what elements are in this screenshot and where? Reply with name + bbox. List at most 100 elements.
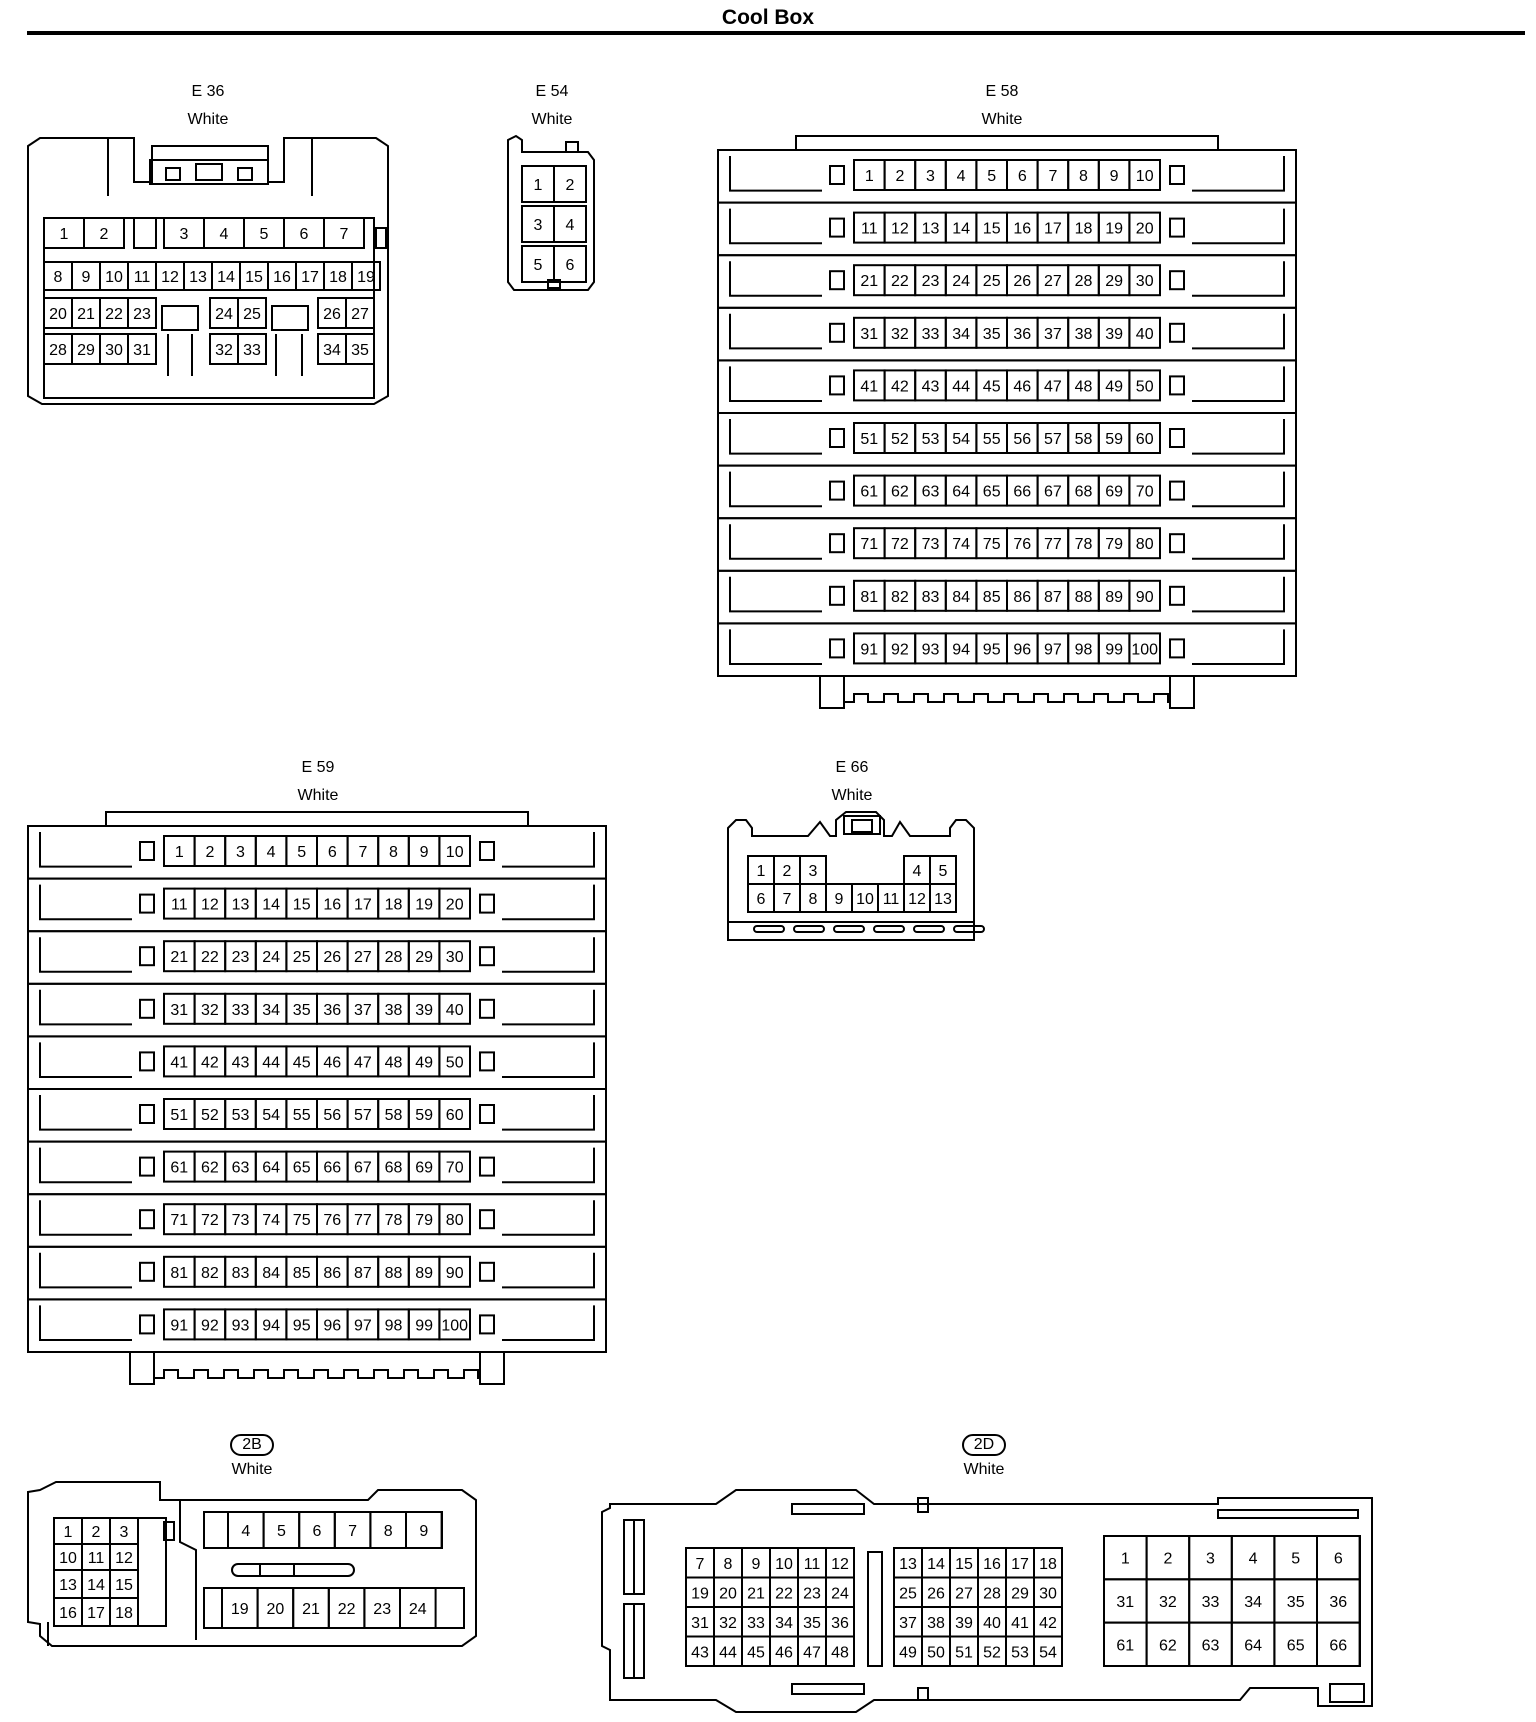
pin-cell: 39 bbox=[407, 992, 441, 1025]
pin-number: 92 bbox=[891, 641, 909, 658]
pin-number: 85 bbox=[293, 1265, 311, 1282]
pin-cell: 58 bbox=[1067, 422, 1100, 454]
pin-cell: 15 bbox=[949, 1547, 979, 1579]
pin-number: 37 bbox=[1044, 326, 1062, 343]
pin-number: 16 bbox=[983, 1556, 1001, 1573]
pin-cell: 77 bbox=[346, 1203, 380, 1236]
pin-number: 17 bbox=[1011, 1556, 1029, 1573]
pin-cell: 21 bbox=[741, 1576, 771, 1608]
pin-cell: 17 bbox=[81, 1597, 111, 1627]
pin-cell: 3 bbox=[109, 1517, 139, 1545]
pin-cell: 5 bbox=[262, 1511, 301, 1549]
pin-cell: 52 bbox=[883, 422, 917, 454]
pin-number: 36 bbox=[323, 1002, 341, 1019]
pin-cell: 22 bbox=[193, 940, 227, 973]
pin-cell: 53 bbox=[224, 1098, 257, 1130]
pin-cell: 66 bbox=[1316, 1621, 1361, 1667]
pin-cell: 61 bbox=[1103, 1621, 1148, 1667]
pin-number: 23 bbox=[922, 273, 940, 290]
pin-number: 5 bbox=[297, 844, 306, 861]
pin-number: 48 bbox=[385, 1054, 403, 1071]
pin-number: 40 bbox=[1136, 326, 1154, 343]
pin-cell: 68 bbox=[1067, 474, 1100, 507]
pin-number: 80 bbox=[1136, 536, 1154, 553]
pin-cell: 40 bbox=[438, 992, 471, 1025]
pin-cell: 24 bbox=[254, 940, 288, 973]
pin-cell: 14 bbox=[254, 887, 288, 920]
pin-number: 44 bbox=[262, 1054, 280, 1071]
pin-number: 3 bbox=[926, 168, 935, 185]
pin-number: 8 bbox=[1079, 168, 1088, 185]
pin-cell: 74 bbox=[944, 527, 978, 560]
pin-cell: 31 bbox=[163, 992, 196, 1025]
pin-cell: 80 bbox=[438, 1203, 471, 1236]
pin-cell: 15 bbox=[109, 1569, 139, 1599]
pin-number: 42 bbox=[891, 378, 909, 395]
pin-cell: 73 bbox=[224, 1203, 257, 1236]
pin-cell: 65 bbox=[975, 474, 1009, 507]
pin-cell: 12 bbox=[109, 1543, 139, 1571]
pin-cell: 35 bbox=[285, 992, 318, 1025]
pin-number: 22 bbox=[775, 1585, 793, 1602]
pin-number: 5 bbox=[1291, 1551, 1300, 1568]
pin-cell: 87 bbox=[1036, 579, 1070, 612]
pin-cell: 42 bbox=[1033, 1606, 1063, 1638]
pin-number: 64 bbox=[262, 1160, 280, 1177]
pin-number: 66 bbox=[1329, 1637, 1347, 1654]
connector-color: White bbox=[231, 1461, 273, 1478]
pin-cell: 21 bbox=[163, 940, 196, 973]
pin-number: 46 bbox=[323, 1054, 341, 1071]
pin-number: 1 bbox=[757, 863, 766, 880]
pin-number: 12 bbox=[831, 1556, 849, 1573]
pin-number: 74 bbox=[952, 536, 970, 553]
pin-number: 15 bbox=[983, 221, 1001, 238]
connector-code-badge: 2D bbox=[961, 1434, 1007, 1456]
pin-cell: 90 bbox=[438, 1255, 471, 1288]
pin-cell: 11 bbox=[853, 211, 886, 244]
pin-number: 37 bbox=[899, 1615, 917, 1632]
pin-cell: 1 bbox=[53, 1517, 83, 1545]
pin-number: 40 bbox=[983, 1615, 1001, 1632]
pin-number: 30 bbox=[446, 949, 464, 966]
pin-number: 22 bbox=[891, 273, 909, 290]
pin-number: 78 bbox=[385, 1212, 403, 1229]
pin-cell: 35 bbox=[345, 333, 375, 365]
pin-cell: 44 bbox=[713, 1635, 743, 1667]
pin-cell: 26 bbox=[316, 940, 349, 973]
pin-number: 59 bbox=[415, 1107, 433, 1124]
pin-cell: 26 bbox=[317, 297, 347, 329]
pin-cell: 11 bbox=[163, 887, 196, 920]
pin-number: 34 bbox=[262, 1002, 280, 1019]
pin-cell: 7 bbox=[333, 1511, 372, 1549]
pin-cell: 92 bbox=[883, 632, 917, 665]
pin-number: 28 bbox=[49, 342, 67, 359]
pin-cell: 25 bbox=[975, 264, 1009, 297]
pin-cell: 69 bbox=[1097, 474, 1131, 507]
pin-number: 19 bbox=[415, 897, 433, 914]
pin-cell: 14 bbox=[211, 261, 241, 291]
pin-number: 97 bbox=[354, 1317, 372, 1334]
pin-cell: 62 bbox=[1145, 1621, 1191, 1667]
pin-number: 44 bbox=[952, 378, 970, 395]
pin-cell: 19 bbox=[221, 1587, 259, 1629]
pin-number: 41 bbox=[1011, 1615, 1029, 1632]
pin-number: 21 bbox=[747, 1585, 765, 1602]
pin-cell: 27 bbox=[1036, 264, 1070, 297]
pin-cell: 79 bbox=[1097, 527, 1131, 560]
pin-cell: 8 bbox=[369, 1511, 407, 1549]
pin-cell: 40 bbox=[977, 1606, 1007, 1638]
pin-cell: 15 bbox=[975, 211, 1009, 244]
pin-cell: 14 bbox=[81, 1569, 111, 1599]
pin-number: 66 bbox=[323, 1160, 341, 1177]
pin-number: 5 bbox=[534, 257, 543, 274]
pin-number: 84 bbox=[952, 589, 970, 606]
pin-number: 16 bbox=[59, 1605, 77, 1622]
pin-cell: 23 bbox=[224, 940, 257, 973]
pin-cell: 75 bbox=[975, 527, 1009, 560]
pin-cell: 10 bbox=[53, 1543, 83, 1571]
pin-number: 11 bbox=[883, 891, 900, 908]
pin-number: 43 bbox=[922, 378, 940, 395]
pin-number: 8 bbox=[724, 1556, 733, 1573]
pin-cell: 16 bbox=[316, 887, 349, 920]
pin-cell: 58 bbox=[377, 1098, 410, 1130]
